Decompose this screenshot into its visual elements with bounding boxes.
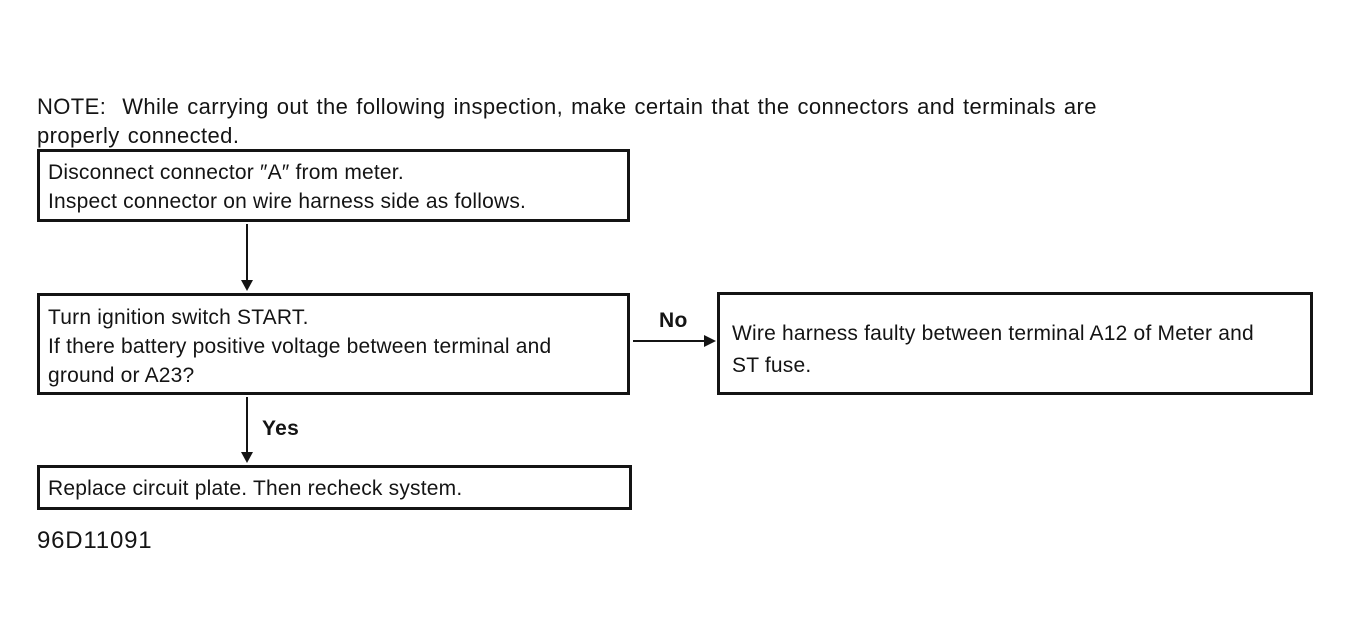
- flowchart-box-disconnect-connector: Disconnect connector ″A″ from meter. Ins…: [37, 149, 630, 222]
- box-text-line: Turn ignition switch START.: [48, 306, 309, 329]
- box-text-line: Inspect connector on wire harness side a…: [48, 190, 527, 213]
- connector-line-right-no: [633, 340, 705, 342]
- figure-code: 96D11091: [37, 527, 153, 554]
- box-text-line: Wire harness faulty between terminal A12…: [732, 322, 1254, 345]
- branch-label-no: No: [659, 309, 688, 332]
- arrow-down-icon: [241, 452, 253, 463]
- note-paragraph: NOTE: While carrying out the following in…: [37, 92, 1327, 150]
- branch-label-yes: Yes: [262, 417, 300, 440]
- flowchart-box-wire-harness-faulty: Wire harness faulty between terminal A12…: [717, 292, 1313, 395]
- arrow-down-icon: [241, 280, 253, 291]
- note-label: NOTE:: [37, 94, 107, 119]
- note-text-line2: properly connected.: [37, 123, 240, 148]
- box-text-line: Replace circuit plate. Then recheck syst…: [48, 477, 463, 500]
- note-text-line1: While carrying out the following inspect…: [122, 94, 1097, 119]
- box-text-line: If there battery positive voltage betwee…: [48, 335, 552, 358]
- arrow-right-icon: [704, 335, 716, 347]
- flowchart-box-replace-circuit-plate: Replace circuit plate. Then recheck syst…: [37, 465, 632, 510]
- box-text-line: Disconnect connector ″A″ from meter.: [48, 161, 404, 184]
- box-text-line: ground or A23?: [48, 364, 195, 387]
- connector-line-down-1: [246, 224, 248, 281]
- connector-line-down-yes: [246, 397, 248, 453]
- box-text-line: ST fuse.: [732, 354, 812, 377]
- flowchart-box-ignition-check: Turn ignition switch START. If there bat…: [37, 293, 630, 395]
